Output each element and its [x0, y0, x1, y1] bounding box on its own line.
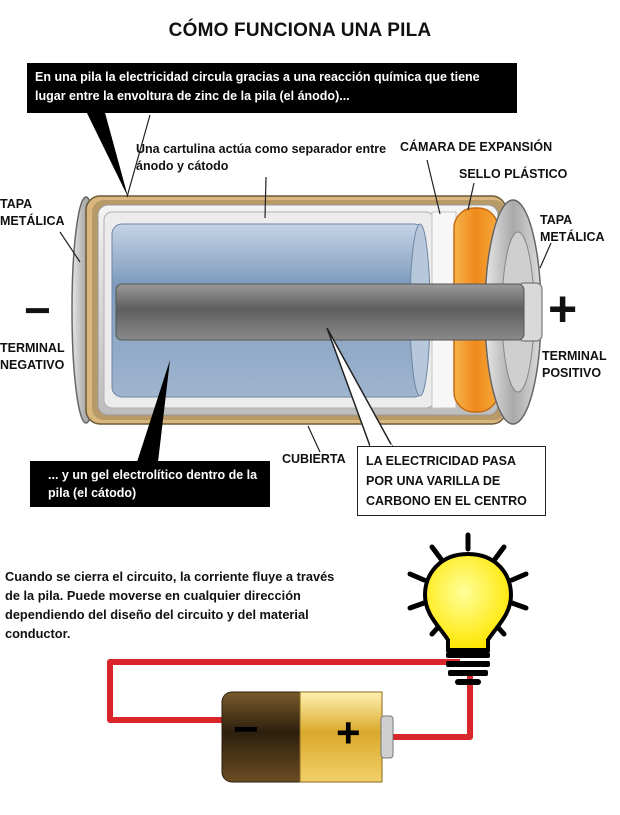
battery-cutaway [71, 195, 543, 425]
plus-sign: + [548, 281, 578, 337]
page-title: CÓMO FUNCIONA UNA PILA [168, 20, 432, 41]
small-battery-terminal [380, 715, 394, 759]
negative-terminal-label: TERMINAL NEGATIVO [0, 341, 65, 372]
pointer-lines [59, 114, 552, 453]
casing-label: CUBIERTA [282, 452, 346, 466]
circuit [107, 659, 473, 783]
anode-callout-tail [85, 109, 128, 197]
minus-sign: − [24, 284, 51, 336]
separator-label: Una cartulina actúa como separador entre… [136, 142, 387, 173]
small-battery-positive-half [299, 691, 383, 783]
small-battery-plus: + [336, 709, 361, 756]
expansion-chamber-label: CÁMARA DE EXPANSIÓN [400, 140, 553, 154]
bulb-glass [422, 551, 514, 652]
cathode-callout: ... y un gel electrolítico dentro de la … [30, 461, 270, 507]
positive-terminal-label: TERMINAL POSITIVO [542, 349, 607, 380]
wire-left [107, 659, 460, 723]
carbon-rod [115, 283, 525, 341]
plastic-seal-label: SELLO PLÁSTICO [459, 167, 568, 181]
circuit-description: Cuando se cierra el circuito, la corrien… [5, 569, 335, 641]
wire-right [392, 674, 473, 740]
light-bulb [407, 532, 529, 685]
right-metal-cap-label: TAPA METÁLICA [540, 213, 605, 244]
anode-callout: En una pila la electricidad circula grac… [27, 63, 517, 113]
bulb-base [446, 652, 490, 685]
small-battery-minus: − [233, 705, 259, 754]
carbon-rod-callout: LA ELECTRICIDAD PASA POR UNA VARILLA DE … [357, 446, 546, 516]
left-metal-cap-label: TAPA METÁLICA [0, 197, 65, 228]
cathode-callout-tail [137, 360, 170, 462]
